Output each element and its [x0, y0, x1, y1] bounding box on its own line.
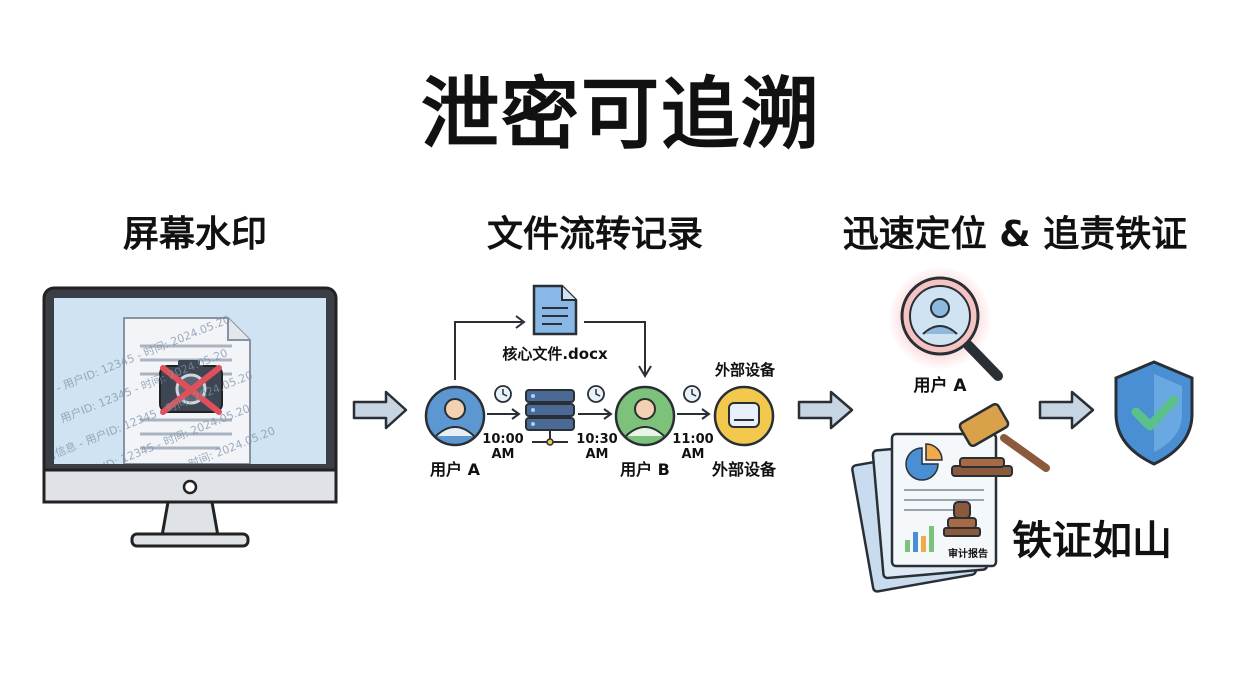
clock-icon-2 — [587, 385, 605, 403]
evidence-text: 铁证如山 — [1012, 518, 1172, 564]
screen-watermark: 机密信息 - 用户ID: 12345 - 时间: 2024.05.20 用户ID… — [54, 298, 326, 464]
user-a-label: 用户 A — [430, 460, 480, 479]
file-doc-icon — [532, 284, 578, 336]
trace-user-label: 用户 A — [913, 376, 967, 396]
arrow-1-icon — [352, 390, 408, 430]
no-screenshot-camera-icon — [159, 360, 223, 415]
flow-arrows — [487, 408, 711, 420]
arrow-2-icon — [797, 390, 854, 430]
shield-check-icon — [1114, 360, 1194, 466]
time-label-3: 11:00 AM — [672, 432, 714, 462]
arrow-3-icon — [1038, 390, 1095, 430]
section-title-trace: 迅速定位 & 追责铁证 — [842, 214, 1188, 255]
server-icon — [525, 389, 575, 446]
user-b-avatar-icon — [614, 385, 676, 447]
section-title-watermark: 屏幕水印 — [122, 214, 267, 255]
page-title: 泄密可追溯 — [420, 70, 821, 160]
gavel-icon — [951, 402, 1050, 477]
clock-icon-1 — [494, 385, 512, 403]
external-device-top-label: 外部设备 — [714, 361, 775, 379]
stamp-icon — [943, 501, 981, 537]
magnifier-user-icon — [900, 276, 1003, 381]
flow-top-path — [454, 315, 652, 380]
file-name-label: 核心文件.docx — [502, 345, 608, 363]
audit-report-label: 审计报告 — [948, 549, 988, 560]
clock-icon-3 — [683, 385, 701, 403]
user-a-avatar-icon — [424, 385, 486, 447]
time-label-1: 10:00 AM — [482, 432, 524, 462]
user-b-label: 用户 B — [620, 460, 670, 479]
section-title-flow: 文件流转记录 — [486, 214, 703, 255]
external-device-label: 外部设备 — [711, 460, 776, 479]
external-device-icon — [713, 385, 775, 447]
time-label-2: 10:30 AM — [576, 432, 618, 462]
